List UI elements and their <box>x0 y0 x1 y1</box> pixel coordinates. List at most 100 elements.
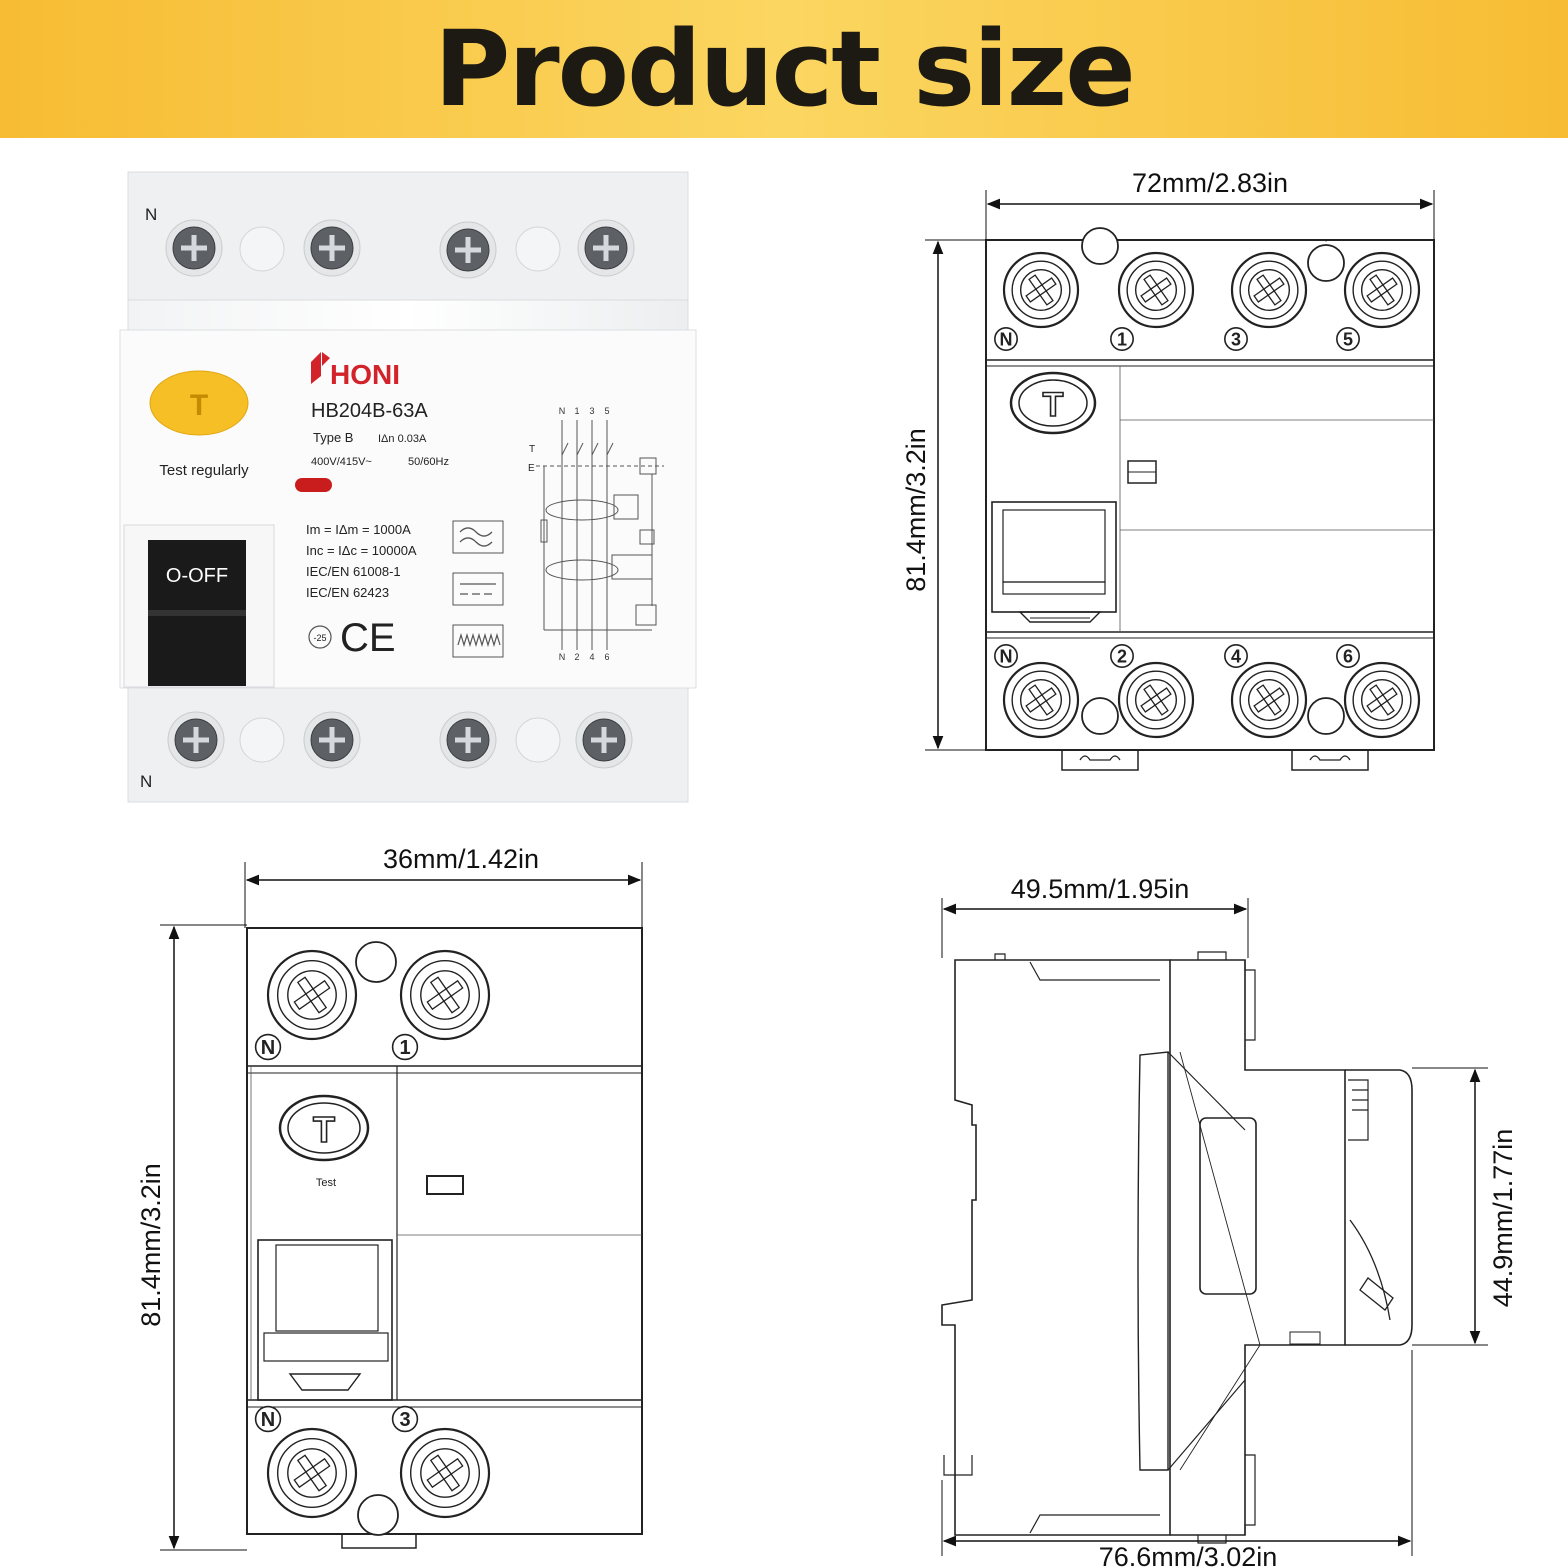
terminal-hole <box>355 941 397 983</box>
side-middle-profile <box>1170 959 1346 1536</box>
narrow-top-terminals <box>266 941 491 1041</box>
temperature-icon <box>308 625 332 649</box>
spec-line: IEC/EN 61008-1 <box>306 564 401 579</box>
terminal-label: 1 <box>399 1037 410 1059</box>
terminal-label: N <box>261 1409 275 1431</box>
narrow-test-button <box>278 1094 370 1162</box>
front-test-letter: T <box>1043 386 1064 424</box>
neutral-top-label: N <box>145 205 157 224</box>
schematic-top-label: 1 <box>574 406 579 416</box>
spec-line: Inc = IΔc = 10000A <box>306 543 417 558</box>
terminal-screw <box>399 1427 491 1519</box>
side-view-drawing <box>941 898 1488 1556</box>
narrow-din-clip <box>341 1534 417 1549</box>
front-height-label: 81.4mm/3.2in <box>901 428 931 592</box>
terminal-hole <box>515 717 561 763</box>
side-depth-label: 49.5mm/1.95in <box>1011 874 1190 904</box>
terminal-hole <box>1307 244 1345 282</box>
terminal-screw <box>1230 661 1308 739</box>
schematic-bottom-label: 4 <box>589 652 594 662</box>
narrow-bottom-terminals <box>266 1427 491 1536</box>
terminal-label: 5 <box>1343 329 1353 349</box>
schematic-t-label: T <box>529 444 535 455</box>
spec-line: Im = IΔm = 1000A <box>306 522 411 537</box>
side-label-window <box>1199 1117 1257 1295</box>
terminal-label: 2 <box>1117 646 1127 666</box>
title-banner <box>0 0 1568 138</box>
spec-line: IEC/EN 62423 <box>306 585 389 600</box>
narrow-width-label: 36mm/1.42in <box>383 844 539 874</box>
terminal-hole <box>239 717 285 763</box>
type-label: Type B <box>313 430 353 445</box>
schematic-bottom-label: 2 <box>574 652 579 662</box>
brand-logo: HONI <box>311 352 400 390</box>
terminal-screw <box>399 949 491 1041</box>
photo-bottom-screws <box>167 711 633 769</box>
terminal-hole <box>357 1494 399 1536</box>
terminal-screw <box>1002 661 1080 739</box>
front-toggle-switch <box>991 501 1117 623</box>
terminal-hole <box>239 226 285 272</box>
terminal-screw <box>1230 251 1308 329</box>
narrow-indicator-window <box>426 1175 464 1195</box>
terminal-label: 3 <box>1231 329 1241 349</box>
front-bottom-terminals <box>1002 661 1421 739</box>
photo-top-screws <box>165 219 635 279</box>
side-front-profile <box>1345 1069 1413 1346</box>
side-total-label: 76.6mm/3.02in <box>1099 1542 1278 1568</box>
terminal-screw <box>1002 251 1080 329</box>
schematic-top-label: N <box>559 406 566 416</box>
terminal-hole <box>1081 697 1119 735</box>
terminal-hole <box>1081 227 1119 265</box>
front-top-terminals <box>1002 227 1421 329</box>
schematic-bottom-label: N <box>559 652 566 662</box>
narrow-test-letter: T <box>313 1109 335 1150</box>
terminal-label: N <box>1000 329 1013 349</box>
banner-title: Product size <box>434 8 1136 130</box>
test-button-letter: T <box>190 389 208 422</box>
schematic-top-label: 5 <box>604 406 609 416</box>
model-number: HB204B-63A <box>311 400 428 422</box>
terminal-label: 6 <box>1343 646 1353 666</box>
test-button <box>149 370 249 436</box>
terminal-label: N <box>1000 646 1013 666</box>
neutral-bottom-label: N <box>140 772 152 791</box>
dc-waveform-icon <box>452 572 504 606</box>
terminal-label: 3 <box>399 1409 410 1431</box>
front-din-clips <box>1061 750 1369 771</box>
brand-name: HONI <box>330 359 400 390</box>
test-regularly-label: Test regularly <box>159 462 249 479</box>
terminal-label: 4 <box>1231 646 1241 666</box>
front-width-label: 72mm/2.83in <box>1132 168 1288 198</box>
sensitivity-label: IΔn 0.03A <box>378 433 427 445</box>
svg-text:E: E <box>528 463 535 474</box>
trip-indicator <box>295 478 332 492</box>
narrow-test-label: Test <box>316 1177 336 1189</box>
voltage-label: 400V/415V~ <box>311 456 372 468</box>
terminal-screw <box>1117 661 1195 739</box>
switch-label: O-OFF <box>166 565 228 587</box>
terminal-hole <box>1307 697 1345 735</box>
schematic-top-label: 3 <box>589 406 594 416</box>
spec-lines: Im = IΔm = 1000A Inc = IΔc = 10000A IEC/EN… <box>306 522 417 600</box>
terminal-screw <box>266 949 358 1041</box>
narrow-height-label: 81.4mm/3.2in <box>136 1163 166 1327</box>
hf-waveform-icon <box>452 624 504 658</box>
terminal-screw <box>1343 661 1421 739</box>
side-height-label: 44.9mm/1.77in <box>1488 1129 1518 1308</box>
ac-waveform-icon <box>452 520 504 554</box>
schematic-bottom-label: 6 <box>604 652 609 662</box>
narrow-toggle-switch <box>257 1239 393 1401</box>
side-rear-profile <box>941 959 1171 1536</box>
waveform-icons <box>452 520 504 658</box>
product-photo: N N T Test regularly HONI HB204B-63A Typ… <box>119 171 697 803</box>
terminal-label: 1 <box>1117 329 1127 349</box>
terminal-label: N <box>261 1037 275 1059</box>
